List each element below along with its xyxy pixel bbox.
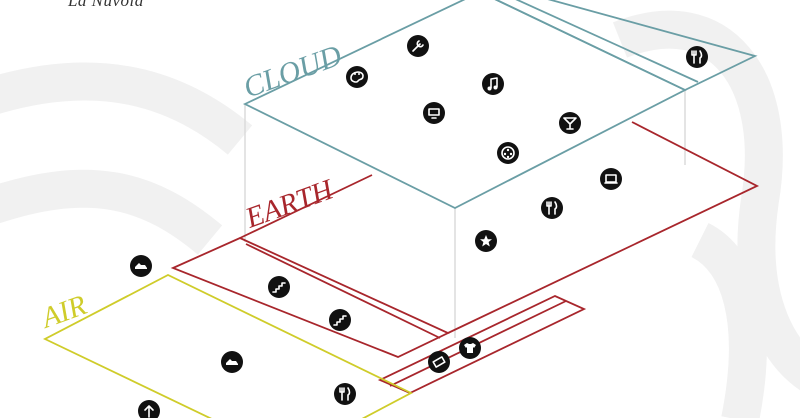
earth-side-strip-outline	[377, 295, 587, 394]
fork-knife-icon	[686, 46, 708, 68]
air-plane-outline	[42, 273, 413, 418]
palette-icon	[346, 66, 368, 88]
arrow-up-icon	[138, 400, 160, 418]
background-swirls	[0, 10, 800, 418]
wrench-icon	[407, 35, 429, 57]
music-note-icon	[482, 73, 504, 95]
laptop-icon	[600, 168, 622, 190]
monitor-icon	[423, 102, 445, 124]
star-icon	[475, 230, 497, 252]
earth-label: EARTH	[241, 173, 340, 235]
cloud-annex-inner-line	[515, 0, 699, 83]
cloud-label: CLOUD	[239, 39, 346, 105]
earth-lower-deck-outline	[170, 237, 451, 358]
diagram-title: “La Nuvola”	[58, 0, 154, 10]
stairs-icon	[329, 309, 351, 331]
t-shirt-icon	[459, 337, 481, 359]
earth-plane-left-edge	[239, 174, 373, 239]
air-label: AIR	[36, 289, 91, 335]
shoe-icon	[130, 255, 152, 277]
cocktail-glass-icon	[559, 112, 581, 134]
earth-lower-deck-inner-line	[245, 243, 441, 339]
film-reel-icon	[497, 142, 519, 164]
fork-knife-icon	[541, 197, 563, 219]
stairs-icon	[268, 276, 290, 298]
earth-plane-outline	[447, 121, 760, 334]
ticket-icon	[428, 351, 450, 373]
shoe-icon	[221, 351, 243, 373]
fork-knife-icon	[334, 383, 356, 405]
volume-edges	[244, 90, 686, 338]
cloud-annex-outline	[494, 0, 758, 91]
